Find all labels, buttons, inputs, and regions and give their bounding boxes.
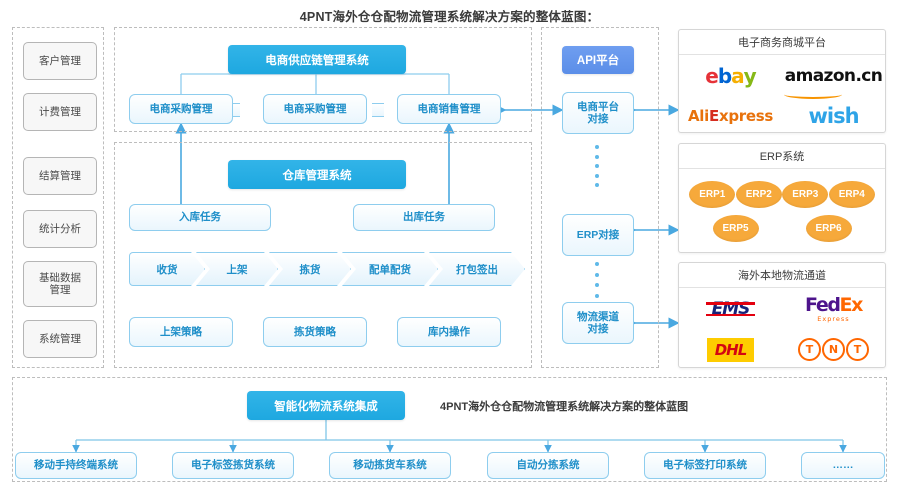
process-step-allocate[interactable]: 配单配货 — [342, 252, 438, 286]
bottom-note: 4PNT海外仓仓配物流管理系统解决方案的整体蓝图 — [440, 401, 689, 413]
card-erp-title: ERP系统 — [679, 144, 885, 169]
card-erp-systems: ERP系统 ERP1 ERP2 ERP3 ERP4 ERP5 ERP6 — [678, 143, 886, 253]
sidebar-item-statistics[interactable]: 统计分析 — [23, 210, 97, 248]
sidebar-panel: 客户管理 计费管理 结算管理 统计分析 基础数据 管理 系统管理 — [12, 27, 104, 368]
box-putaway-strategy[interactable]: 上架策略 — [129, 317, 233, 347]
ems-logo: EMS — [679, 289, 782, 329]
bottom-system-etag-picking[interactable]: 电子标签拣货系统 — [172, 452, 294, 479]
sidebar-item-customer[interactable]: 客户管理 — [23, 42, 97, 80]
box-ecommerce-sales[interactable]: 电商销售管理 — [397, 94, 501, 124]
bottom-system-etag-printing[interactable]: 电子标签打印系统 — [644, 452, 766, 479]
box-ecommerce-connector[interactable]: 电商平台 对接 — [562, 92, 634, 134]
dots-separator-2 — [594, 262, 599, 298]
integration-panel — [541, 27, 659, 368]
card-logistics-title: 海外本地物流通道 — [679, 263, 885, 288]
bottom-header-integration: 智能化物流系统集成 — [247, 391, 405, 420]
process-step-receive[interactable]: 收货 — [129, 252, 205, 286]
sidebar-item-basedata[interactable]: 基础数据 管理 — [23, 261, 97, 307]
wms-panel — [114, 142, 532, 368]
fedex-logo: FedEx Express — [805, 293, 863, 323]
bottom-system-more[interactable]: …… — [801, 452, 885, 479]
box-inventory-operation[interactable]: 库内操作 — [397, 317, 501, 347]
sidebar-item-billing[interactable]: 计费管理 — [23, 93, 97, 131]
box-api-platform[interactable]: API平台 — [562, 46, 634, 74]
bottom-system-picking-cart[interactable]: 移动拣货车系统 — [329, 452, 451, 479]
box-ecommerce-purchase-1[interactable]: 电商采购管理 — [129, 94, 233, 124]
supply-chain-panel — [114, 27, 532, 132]
sidebar-item-settlement[interactable]: 结算管理 — [23, 157, 97, 195]
sidebar-item-system[interactable]: 系统管理 — [23, 320, 97, 358]
box-inbound-task[interactable]: 入库任务 — [129, 204, 271, 231]
page-title: 4PNT海外仓仓配物流管理系统解决方案的整体蓝图： — [299, 10, 600, 24]
erp-item-4[interactable]: ERP4 — [828, 180, 875, 208]
amazon-logo: amazon.cn — [782, 56, 885, 99]
erp-item-2[interactable]: ERP2 — [735, 180, 782, 208]
bottom-panel — [12, 377, 887, 482]
dots-separator-1 — [594, 145, 599, 187]
supply-chain-header: 电商供应链管理系统 — [228, 45, 406, 74]
erp-item-3[interactable]: ERP3 — [782, 180, 829, 208]
box-erp-connector[interactable]: ERP对接 — [562, 214, 634, 256]
process-step-packout[interactable]: 打包签出 — [429, 252, 525, 286]
pipe-connector-2 — [372, 103, 384, 117]
wms-header: 仓库管理系统 — [228, 160, 406, 189]
erp-item-1[interactable]: ERP1 — [689, 180, 736, 208]
bottom-system-auto-sorting[interactable]: 自动分拣系统 — [487, 452, 609, 479]
box-ecommerce-purchase-2[interactable]: 电商采购管理 — [263, 94, 367, 124]
erp-item-6[interactable]: ERP6 — [805, 215, 852, 243]
box-picking-strategy[interactable]: 拣货策略 — [263, 317, 367, 347]
dhl-logo: DHL — [679, 332, 782, 368]
wish-logo: wish — [808, 103, 859, 128]
box-logistics-connector[interactable]: 物流渠道 对接 — [562, 302, 634, 344]
box-outbound-task[interactable]: 出库任务 — [353, 204, 495, 231]
card-ecommerce-title: 电子商务商城平台 — [679, 30, 885, 55]
bottom-system-handheld[interactable]: 移动手持终端系统 — [15, 452, 137, 479]
erp-item-5[interactable]: ERP5 — [712, 215, 759, 243]
